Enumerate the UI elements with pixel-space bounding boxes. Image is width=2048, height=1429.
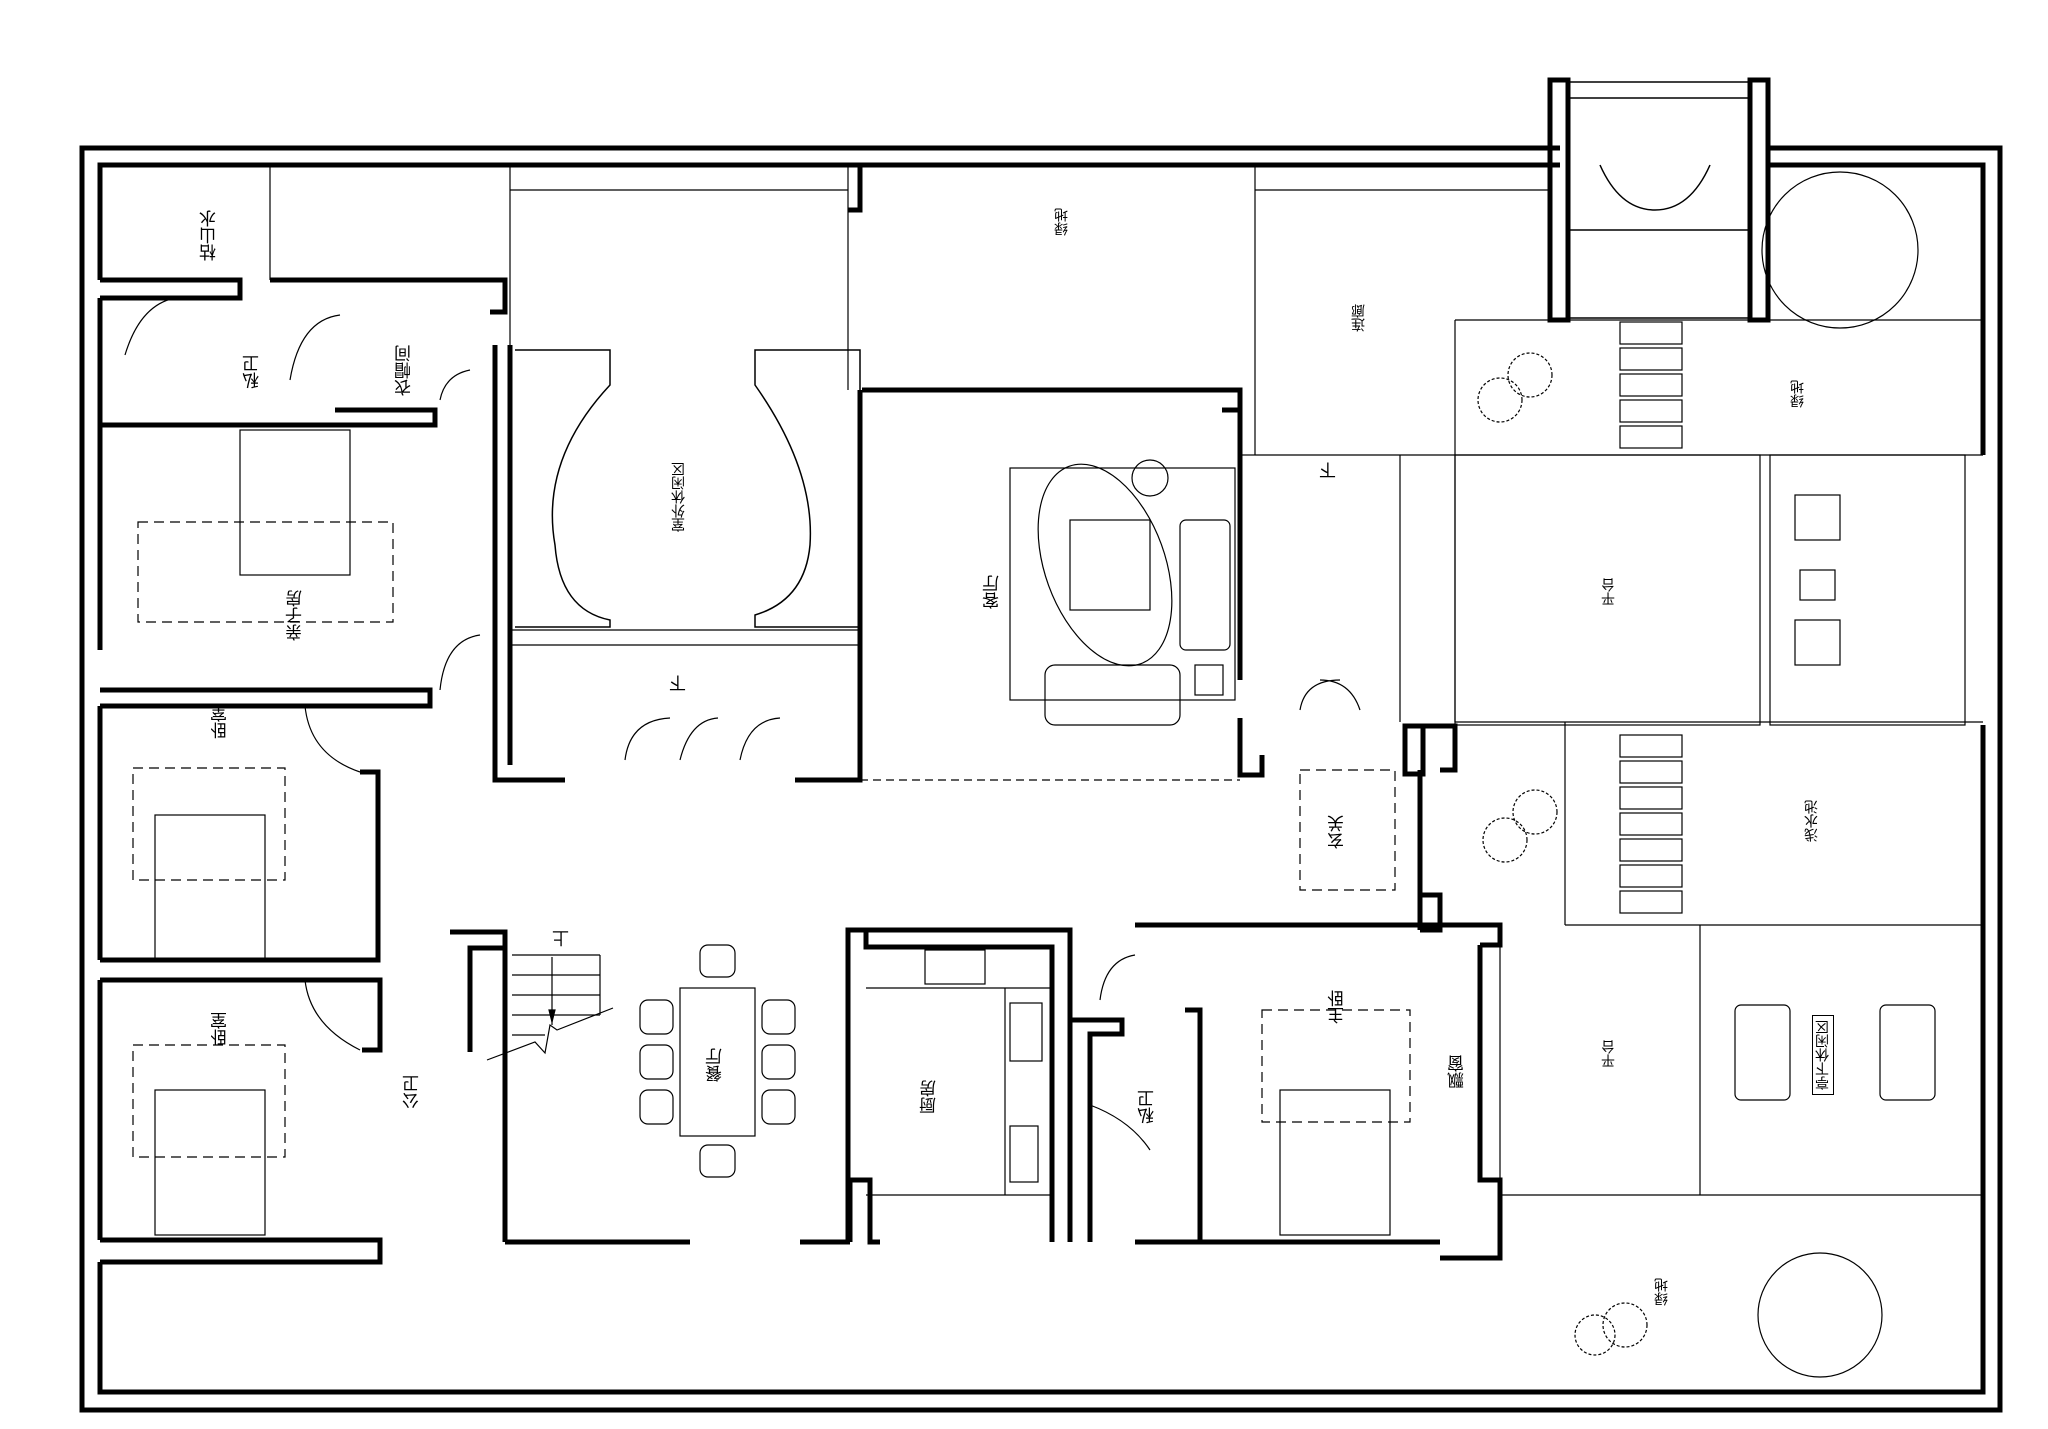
label-kitchen: 厨房 — [920, 1080, 940, 1114]
pavilion-seating — [1734, 494, 1936, 1101]
label-stairs-up: 上 — [553, 930, 573, 947]
label-bay-window: 飘窗 — [1448, 1055, 1468, 1089]
label-terrace-2: 平台 — [1601, 1040, 1617, 1068]
label-shallow-pool: 浅水池 — [1804, 800, 1820, 842]
doors — [124, 297, 1361, 1151]
label-down-1: 下 — [670, 675, 690, 692]
stairs — [486, 954, 614, 1061]
center-walls — [795, 165, 1458, 933]
dining-set — [639, 944, 796, 1178]
label-walk-in-closet: 衣帽间 — [395, 345, 415, 396]
beds — [132, 429, 1411, 1236]
label-living-room: 客厅 — [983, 575, 1003, 609]
kitchen-fixtures — [866, 949, 1052, 1196]
label-dining: 餐厅 — [706, 1048, 726, 1082]
label-down-2: 下 — [1320, 462, 1340, 479]
label-kids-room: 亲子房 — [286, 590, 306, 641]
label-pavilion-leisure: 亭下休闲区 — [1812, 1015, 1834, 1095]
label-private-bath-1: 私卫 — [243, 355, 263, 389]
label-foyer: 玄关 — [1328, 815, 1348, 849]
lower-walls — [450, 922, 1503, 1261]
label-green-right: 绿地 — [1790, 380, 1806, 408]
label-dry-garden: 枯山水 — [200, 210, 220, 261]
zone-lines — [269, 165, 1983, 1196]
label-outdoor-leisure: 室外休闲区 — [671, 462, 687, 532]
living-furniture — [1009, 459, 1236, 726]
label-bedroom-1: 卧室 — [211, 705, 231, 739]
label-green-bottom: 绿地 — [1654, 1278, 1670, 1306]
label-terrace-1: 平台 — [1601, 578, 1617, 606]
stepping-stones — [1619, 321, 1683, 914]
label-corridor: 连廊 — [1351, 304, 1367, 332]
label-bedroom-2: 卧室 — [211, 1012, 231, 1046]
left-interior-walls — [97, 277, 565, 1265]
trees — [1477, 171, 1919, 1378]
label-private-bath-2: 私卫 — [1138, 1090, 1158, 1124]
main-gate — [1568, 81, 1750, 319]
label-green-top: 绿地 — [1054, 208, 1070, 236]
courtyard-planters — [515, 349, 861, 628]
label-public-bath: 公卫 — [403, 1075, 423, 1109]
label-master-bedroom: 主卧 — [1328, 990, 1348, 1024]
